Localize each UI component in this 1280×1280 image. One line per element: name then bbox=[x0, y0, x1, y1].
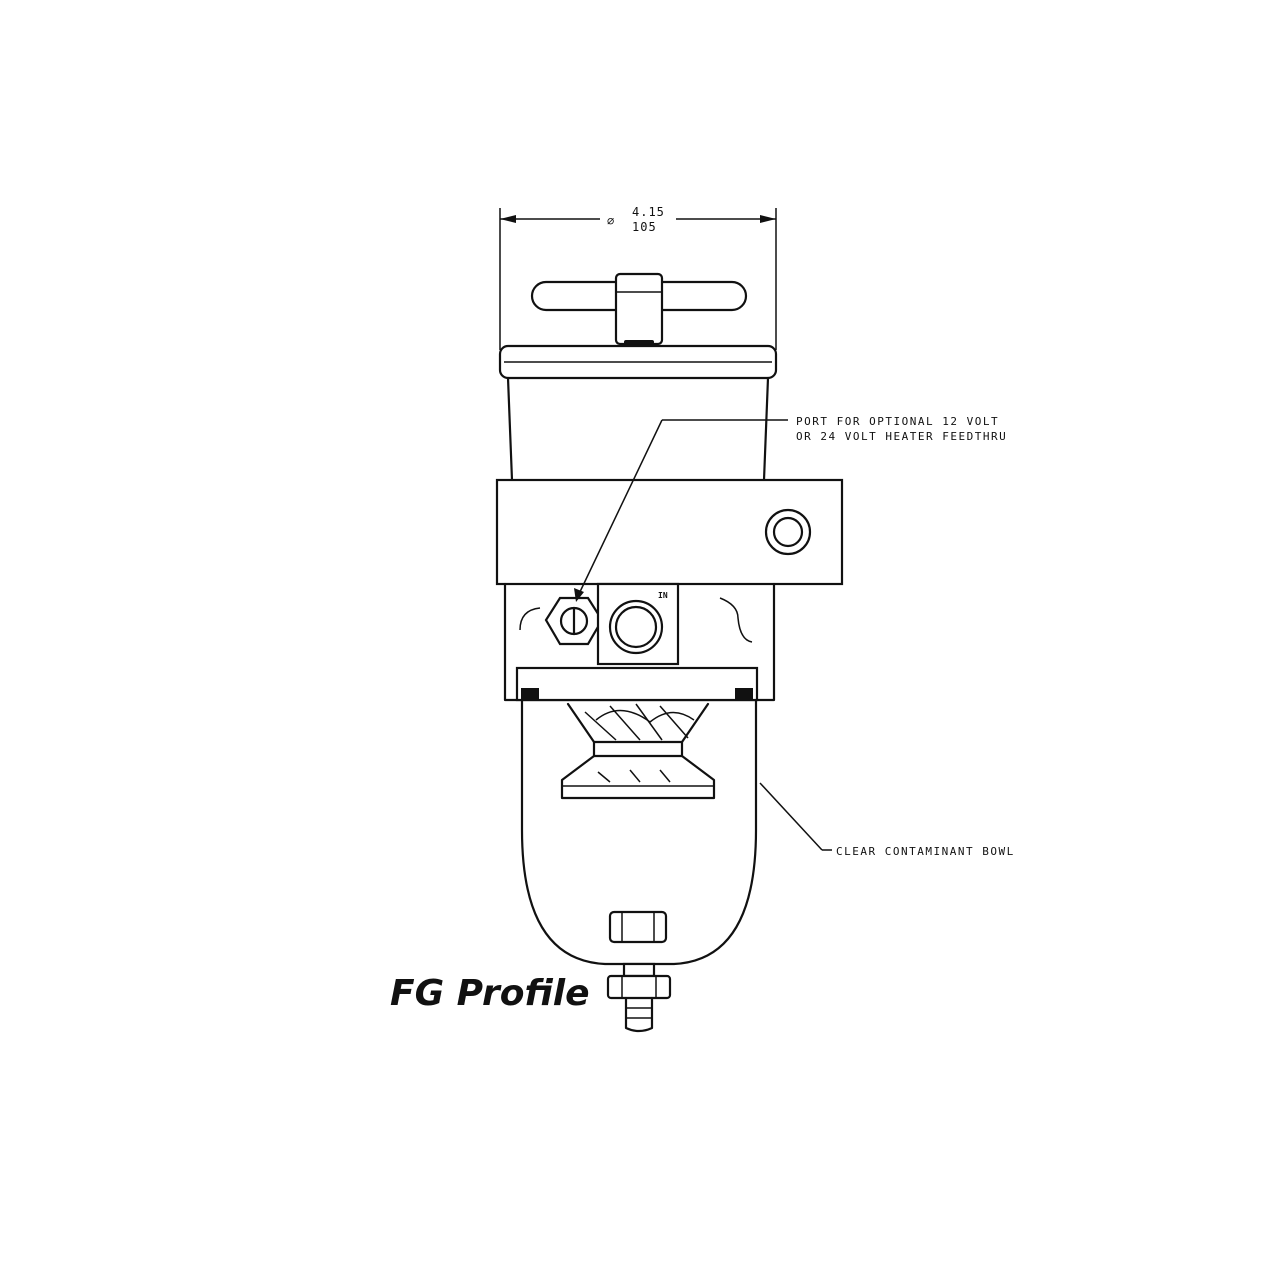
heater-port-label-line1: PORT FOR OPTIONAL 12 VOLT bbox=[796, 415, 999, 428]
inlet-label: IN bbox=[658, 591, 668, 600]
diameter-symbol: ⌀ bbox=[607, 214, 615, 228]
t-handle bbox=[530, 272, 748, 348]
dimension-inches: 4.15 bbox=[632, 205, 665, 219]
drain-valve bbox=[606, 962, 672, 1033]
bowl-flange bbox=[515, 666, 759, 702]
clear-contaminant-bowl bbox=[520, 698, 758, 966]
dimension-millimeters: 105 bbox=[632, 220, 657, 234]
heater-port-nut bbox=[544, 596, 604, 646]
bowl-leader bbox=[759, 782, 832, 851]
filter-body bbox=[495, 376, 844, 702]
diameter-dimension: ⌀ 4.15 105 bbox=[499, 205, 777, 350]
bowl-label: CLEAR CONTAMINANT BOWL bbox=[836, 845, 1015, 858]
filter-lid bbox=[498, 344, 778, 380]
heater-port-label-line2: OR 24 VOLT HEATER FEEDTHRU bbox=[796, 430, 1007, 443]
heater-port-leader bbox=[574, 419, 788, 602]
inlet-port: IN bbox=[596, 582, 680, 666]
profile-caption: FG Profile bbox=[390, 973, 590, 1014]
